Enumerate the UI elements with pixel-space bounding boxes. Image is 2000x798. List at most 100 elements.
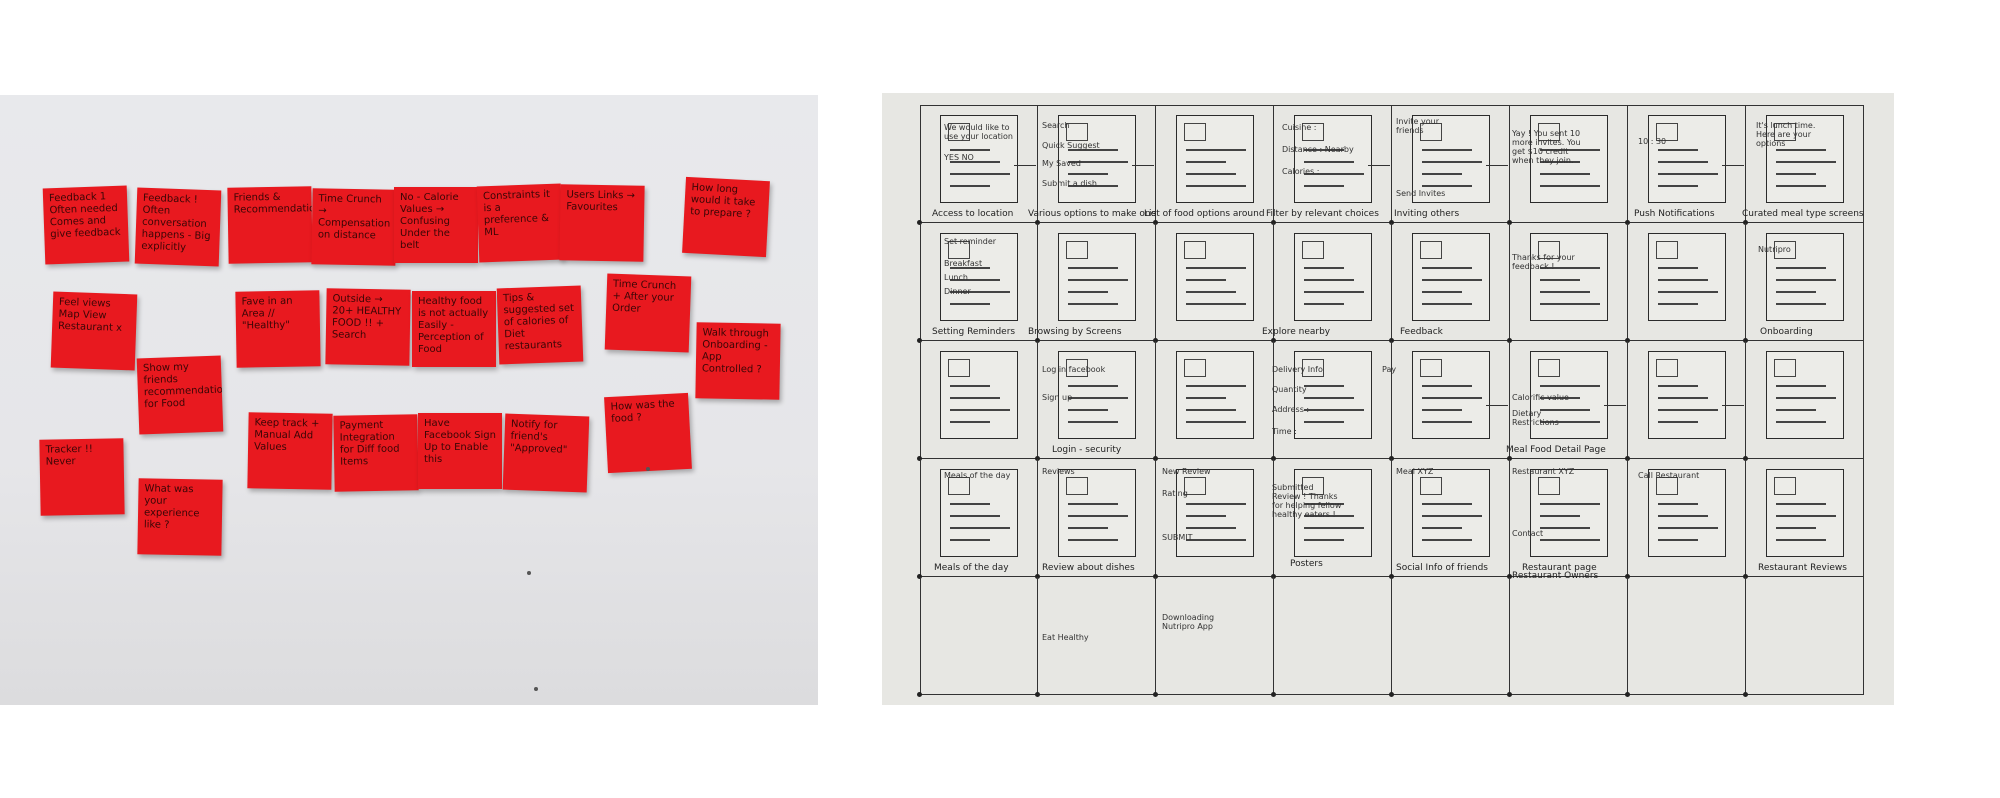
wireframe-line — [1304, 539, 1344, 541]
panel-caption: Push Notifications — [1634, 209, 1715, 219]
sketch-text: Reviews — [1042, 467, 1075, 476]
wireframe-box — [1538, 477, 1560, 495]
grid-dot — [1153, 692, 1158, 697]
grid-dot — [917, 456, 922, 461]
phone-wireframe — [1294, 351, 1372, 439]
sticky-note: Fave in an Area // "Healthy" — [235, 290, 321, 368]
wireframe-line — [1304, 279, 1354, 281]
grid-dot — [1389, 338, 1394, 343]
wireframe-line — [1658, 291, 1718, 293]
panel-caption: Feedback — [1400, 327, 1443, 337]
wireframe-line — [1304, 503, 1344, 505]
sticky-note: Show my friends recommendations for Food — [136, 355, 224, 435]
grid-dot — [1271, 692, 1276, 697]
wireframe-line — [1658, 421, 1698, 423]
sketch-text: Sign up — [1042, 393, 1073, 402]
sketch-text: Lunch — [944, 273, 968, 282]
panel-caption: Restaurant page — [1522, 563, 1597, 573]
wireframe-line — [1068, 185, 1118, 187]
sticky-note: Users Links → Favourites — [559, 184, 645, 262]
wireframe-line — [1304, 161, 1354, 163]
storyboard-panel — [1392, 341, 1510, 459]
sticky-note: Feedback 1 Often needed Comes and give f… — [42, 185, 130, 265]
grid-dot — [917, 574, 922, 579]
phone-wireframe — [1648, 115, 1726, 203]
storyboard-panel — [1038, 459, 1156, 577]
wireframe-line — [1186, 539, 1246, 541]
wireframe-line — [1658, 267, 1698, 269]
wireframe-box — [948, 477, 970, 495]
wireframe-line — [1068, 303, 1118, 305]
sketch-text: Yay ! You sent 10 more invites. You get … — [1512, 129, 1581, 165]
wireframe-line — [1186, 515, 1226, 517]
wireframe-line — [1068, 173, 1108, 175]
flow-arrow — [1722, 405, 1744, 407]
phone-wireframe — [1294, 233, 1372, 321]
wireframe-line — [950, 409, 1010, 411]
wireframe-line — [1186, 503, 1246, 505]
wireframe-box — [1420, 477, 1442, 495]
grid-dot — [1507, 220, 1512, 225]
wireframe-box — [1656, 241, 1678, 259]
sketch-text: SUBMIT — [1162, 533, 1193, 542]
wireframe-box — [1066, 477, 1088, 495]
sketch-text: Pay — [1382, 365, 1397, 374]
panel-caption: Restaurant Owners — [1512, 571, 1599, 581]
sketch-text: Meal XYZ — [1396, 467, 1434, 476]
panel-caption: Inviting others — [1394, 209, 1460, 219]
wireframe-line — [1540, 279, 1580, 281]
wireframe-line — [1422, 539, 1472, 541]
phone-wireframe — [1412, 115, 1490, 203]
storyboard-panel — [1392, 459, 1510, 577]
wireframe-line — [1422, 267, 1472, 269]
wireframe-line — [1540, 149, 1600, 151]
wireframe-line — [950, 539, 990, 541]
wireframe-box — [1774, 359, 1796, 377]
storyboard-panel — [920, 105, 1038, 223]
wireframe-line — [1540, 385, 1600, 387]
wireframe-line — [1422, 173, 1462, 175]
wireframe-box — [1656, 477, 1678, 495]
sketch-text: Quantity — [1272, 385, 1307, 394]
wireframe-line — [1068, 279, 1128, 281]
sketch-text: Meals of the day — [944, 471, 1011, 480]
wireframe-line — [1186, 185, 1246, 187]
wireframe-line — [1540, 527, 1590, 529]
wireframe-line — [1540, 397, 1580, 399]
storyboard-panel — [1038, 105, 1156, 223]
wireframe-line — [1068, 503, 1118, 505]
grid-dot — [1743, 220, 1748, 225]
wireframe-line — [1304, 303, 1344, 305]
sketch-text: Distance : Nearby — [1282, 145, 1354, 154]
grid-dot — [1507, 574, 1512, 579]
wireframe-line — [1186, 303, 1246, 305]
wireframe-line — [1186, 291, 1236, 293]
wireframe-box — [1302, 123, 1324, 141]
sketch-text: Restaurant XYZ — [1512, 467, 1575, 476]
wireframe-line — [1304, 515, 1354, 517]
phone-wireframe — [940, 469, 1018, 557]
sketch-text: Breakfast — [944, 259, 983, 268]
wireframe-line — [950, 397, 1000, 399]
storyboard-panel — [1274, 223, 1392, 341]
wireframe-line — [1776, 527, 1816, 529]
sketch-text: Rating — [1162, 489, 1188, 498]
wireframe-line — [1776, 279, 1836, 281]
wireframe-box — [1420, 123, 1442, 141]
storyboard-panel — [920, 223, 1038, 341]
wireframe-line — [1776, 291, 1816, 293]
sketch-text: Cuisine : — [1282, 123, 1317, 132]
wireframe-line — [1186, 409, 1236, 411]
grid-dot — [917, 692, 922, 697]
sketch-text: Submitted Review ! Thanks for helping fe… — [1272, 483, 1342, 519]
phone-wireframe — [1294, 115, 1372, 203]
sketch-text: Nutripro — [1758, 245, 1791, 254]
wireframe-line — [950, 149, 990, 151]
storyboard-panel — [1510, 223, 1628, 341]
wireframe-box — [1184, 359, 1206, 377]
wireframe-line — [1422, 291, 1462, 293]
wireframe-box — [1538, 241, 1560, 259]
storyboard-panel — [1038, 341, 1156, 459]
phone-wireframe — [1294, 469, 1372, 557]
grid-dot — [1035, 574, 1040, 579]
